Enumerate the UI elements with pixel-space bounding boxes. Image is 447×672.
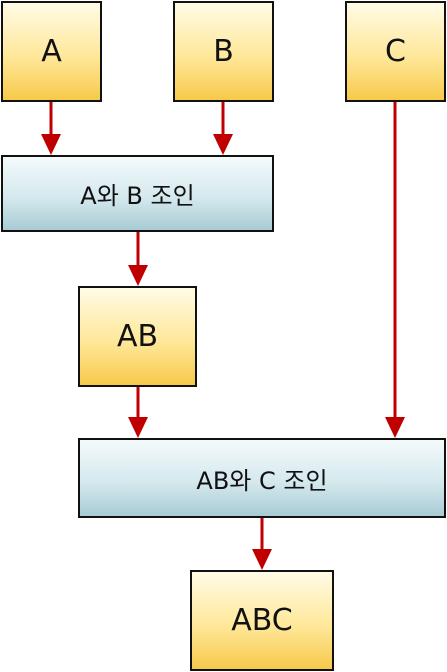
node-b: B <box>173 1 274 102</box>
node-a: A <box>1 1 102 102</box>
arrow-ab-to-join-abc <box>128 387 148 438</box>
node-ab: AB <box>78 286 197 387</box>
node-c-label: C <box>385 34 406 69</box>
arrow-a-to-join-ab <box>41 102 61 155</box>
node-ab-label: AB <box>116 319 159 354</box>
arrow-b-to-join-ab <box>213 102 233 155</box>
join-ab-label: A와 B 조인 <box>80 182 195 210</box>
node-a-label: A <box>41 34 62 69</box>
join-abc-label: AB와 C 조인 <box>196 466 328 495</box>
node-b-label: B <box>213 34 234 69</box>
node-abc: ABC <box>190 570 334 671</box>
node-c: C <box>345 1 446 102</box>
arrow-join-abc-to-abc <box>252 518 272 570</box>
arrow-join-ab-to-ab <box>128 232 148 286</box>
join-ab-step: A와 B 조인 <box>1 155 274 232</box>
node-abc-label: ABC <box>231 603 293 638</box>
join-abc-step: AB와 C 조인 <box>78 438 446 518</box>
arrow-c-to-join-abc <box>385 102 405 438</box>
